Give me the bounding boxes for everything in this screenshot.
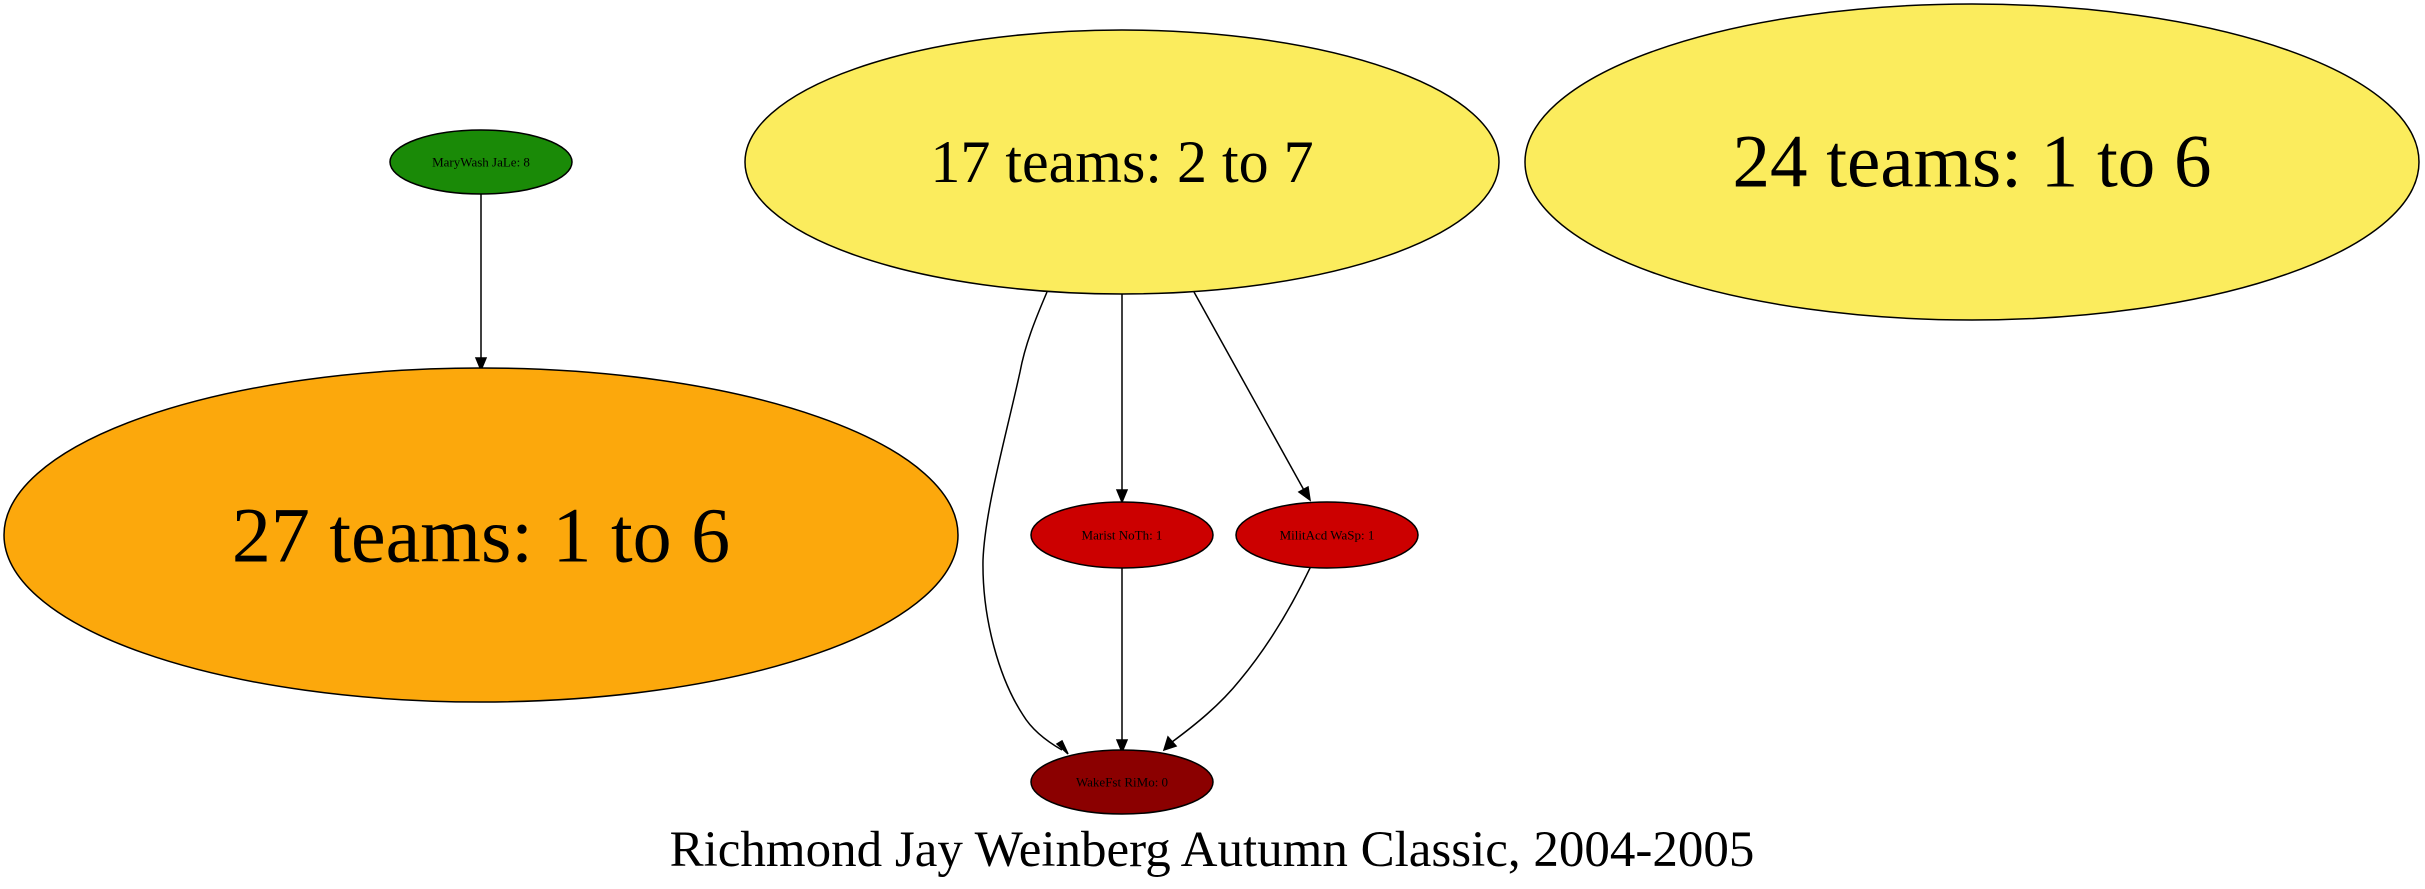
node-24teams: 24 teams: 1 to 6 <box>1524 3 2420 321</box>
node-27teams: 27 teams: 1 to 6 <box>3 367 959 703</box>
node-17teams-label: 17 teams: 2 to 7 <box>930 129 1313 195</box>
edge-milit-to-wakefst <box>1171 565 1312 743</box>
node-marywash-shape <box>389 129 573 195</box>
edge-marywash-to-27teams-arrow <box>474 357 488 372</box>
edge-17teams-to-milit <box>1193 291 1306 493</box>
node-27teams-shape <box>3 367 959 703</box>
edge-17teams-to-wakefst <box>982 291 1063 751</box>
node-marist-label: Marist NoTh: 1 <box>1082 528 1163 543</box>
node-marist: Marist NoTh: 1 <box>1030 501 1214 569</box>
edge-17teams-to-milit-arrow <box>1297 485 1312 502</box>
nodes: MaryWash JaLe: 8 17 teams: 2 to 7 24 tea… <box>3 3 2420 815</box>
node-milit-shape <box>1235 501 1419 569</box>
edge-milit-to-wakefst-arrow <box>1162 735 1178 752</box>
node-wakefst-shape <box>1030 749 1214 815</box>
edge-17teams-to-wakefst-arrow <box>1055 739 1069 755</box>
node-milit-label: MilitAcd WaSp: 1 <box>1280 528 1375 543</box>
node-27teams-label: 27 teams: 1 to 6 <box>232 492 730 579</box>
node-17teams: 17 teams: 2 to 7 <box>744 29 1500 295</box>
edge-17teams-to-marist-arrow <box>1115 489 1129 504</box>
graph-caption: Richmond Jay Weinberg Autumn Classic, 20… <box>670 822 1755 878</box>
edge-marist-to-wakefst-arrow <box>1115 739 1129 754</box>
edges <box>474 194 1312 755</box>
node-17teams-shape <box>744 29 1500 295</box>
node-marywash-label: MaryWash JaLe: 8 <box>432 155 530 170</box>
node-24teams-shape <box>1524 3 2420 321</box>
node-marywash: MaryWash JaLe: 8 <box>389 129 573 195</box>
node-wakefst-label: WakeFst RiMo: 0 <box>1076 775 1168 790</box>
node-wakefst: WakeFst RiMo: 0 <box>1030 749 1214 815</box>
node-marist-shape <box>1030 501 1214 569</box>
node-24teams-label: 24 teams: 1 to 6 <box>1732 121 2211 204</box>
node-milit: MilitAcd WaSp: 1 <box>1235 501 1419 569</box>
